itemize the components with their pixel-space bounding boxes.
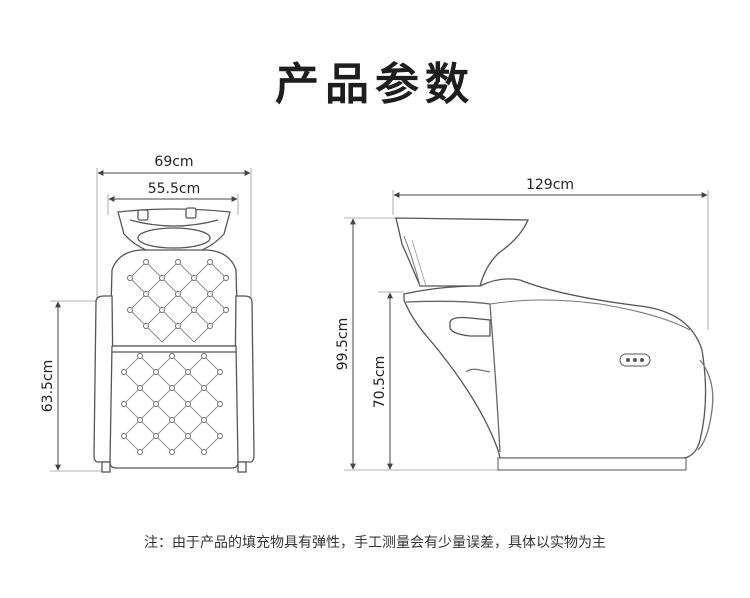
measurement-note: 注：由于产品的填充物具有弹性，手工测量会有少量误差，具体以实物为主 xyxy=(144,535,606,551)
front-width-outer-label: 69cm xyxy=(154,154,193,170)
side-total-height-label: 99.5cm xyxy=(335,318,351,371)
side-base-height-label: 70.5cm xyxy=(372,356,388,409)
side-length-label: 129cm xyxy=(526,177,574,193)
side-view xyxy=(344,190,714,471)
front-width-inner-label: 55.5cm xyxy=(148,181,201,197)
front-height-label: 63.5cm xyxy=(40,360,56,413)
front-view xyxy=(50,168,255,473)
page-title: 产品参数 xyxy=(275,59,475,110)
